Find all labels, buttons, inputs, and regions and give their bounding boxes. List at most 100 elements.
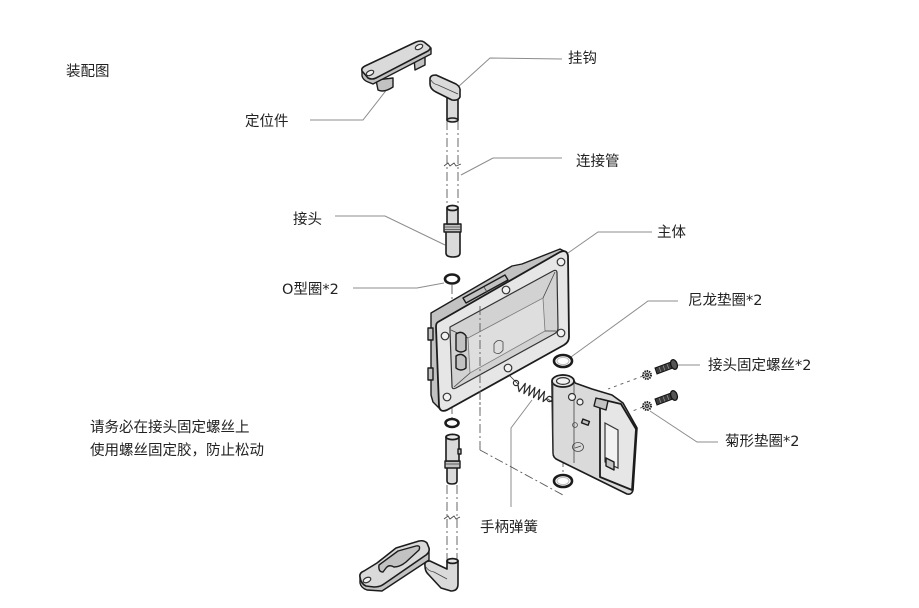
main-body-mount-hole (503, 363, 513, 373)
handle-window (604, 421, 619, 469)
main-body-part (427, 248, 570, 412)
handle-hole (567, 392, 577, 402)
leader-lines (310, 57, 718, 507)
screw-upper-thread (658, 366, 662, 373)
hook-bottom-part (424, 557, 459, 592)
nylon-washer-upper-inner (556, 356, 570, 366)
handle-top-tab (593, 397, 609, 411)
hook-top-arm (429, 74, 461, 101)
leader-hook (457, 57, 563, 88)
connector-lower-top (445, 433, 460, 441)
leader-nylon-washer (570, 300, 678, 358)
connector-lower-body (445, 436, 460, 462)
star-washer-lower (642, 401, 652, 411)
locator-bottom-part (359, 539, 430, 592)
main-body-hinge-knuckle (427, 367, 434, 381)
screw-lower-thread (662, 396, 666, 402)
leader-body (567, 231, 652, 254)
main-body-inner-hinge (455, 331, 467, 353)
label-body: 主体 (657, 224, 686, 241)
leader-o-ring (353, 282, 445, 289)
connector-upper-part (443, 204, 462, 258)
handle-pivot-hole (555, 377, 571, 386)
hook-top-pin-end (446, 117, 459, 123)
spring-end-loop (512, 379, 520, 387)
leader-connecting-tube (460, 157, 562, 176)
nylon-washer-upper (552, 353, 574, 369)
locator-top-leg-front (375, 77, 394, 92)
nylon-washer-upper-shape (552, 353, 574, 369)
label-locator: 定位件 (245, 113, 289, 130)
locator-bottom-hole (362, 576, 372, 584)
label-star-washer: 菊形垫圈*2 (725, 433, 799, 450)
label-connector: 接头 (293, 211, 322, 228)
connector-lower-part (444, 433, 462, 485)
handle-slot (580, 418, 591, 426)
handle-latch-tab (605, 457, 615, 471)
connector-lower-tip (446, 466, 458, 485)
connector-upper-body (445, 230, 461, 258)
connector-lower-notch (457, 448, 462, 455)
connecting-tube-lower (443, 485, 461, 562)
handle-small-pin (572, 422, 578, 428)
o-ring-lower (444, 417, 460, 429)
main-body-boss (493, 340, 504, 354)
tube-upper-break-mark (443, 162, 462, 167)
main-body-recess-edge (542, 271, 556, 299)
locator-top-plate (361, 40, 432, 80)
hook-top-part (429, 74, 461, 123)
main-body-inner-hinge (455, 353, 467, 371)
handle-emblem-mark (574, 445, 582, 449)
main-body-hinge-knuckle (427, 327, 434, 341)
handle-emblem (572, 442, 584, 452)
label-hook: 挂钩 (568, 50, 597, 67)
main-body-mount-hole (440, 331, 450, 341)
label-nylon-washer: 尼龙垫圈*2 (688, 292, 762, 309)
locator-bottom-recess (378, 545, 421, 573)
diagram-title: 装配图 (66, 63, 110, 80)
main-body-mount-hole (501, 285, 511, 295)
connector-screw-upper (654, 359, 679, 375)
label-handle-spring: 手柄弹簧 (480, 519, 538, 536)
leader-star-washer (649, 410, 718, 443)
hook-bottom-edge (425, 566, 448, 580)
star-washer-upper (642, 370, 652, 380)
main-body-mount-hole (556, 257, 566, 267)
nylon-washer-lower-inner (556, 476, 570, 486)
axis-line-pin-diagonal (479, 449, 564, 496)
star-washer-upper-hole (644, 373, 649, 378)
tube-lower-break-mark (443, 515, 461, 520)
screw-upper-head (669, 359, 679, 370)
handle-part (551, 374, 638, 495)
main-body-slot-divider (483, 286, 488, 293)
locator-top-part (361, 40, 432, 92)
spring-end-loop (546, 395, 553, 403)
screw-lower-thread (666, 394, 670, 401)
o-ring-upper-shape (443, 273, 461, 285)
leader-locator (310, 87, 389, 121)
connector-lower-collar (444, 460, 461, 469)
hook-top-edge (430, 79, 459, 95)
leader-handle-spring (510, 399, 533, 507)
handle-spring-part (512, 379, 553, 403)
connector-upper-collar (443, 223, 462, 233)
screw-upper-thread (666, 363, 670, 370)
connector-screw-lower (654, 390, 679, 406)
connecting-tube-upper (443, 121, 462, 208)
o-ring-lower-shape (444, 417, 460, 429)
label-o-ring: O型圈*2 (282, 281, 339, 298)
locator-top-hole (414, 43, 424, 51)
main-body-recess-edge (453, 372, 471, 388)
label-connector-screw: 接头固定螺丝*2 (708, 357, 811, 374)
note-line-2: 使用螺丝固定胶，防止松动 (90, 442, 264, 459)
main-body-mount-hole (442, 392, 452, 402)
nylon-washer-lower-shape (552, 473, 574, 489)
star-washer-lower-hole (644, 404, 649, 409)
main-body-mount-hole (556, 328, 566, 338)
note-line-1: 请务必在接头固定螺丝上 (90, 419, 250, 436)
nylon-washer-lower (552, 473, 574, 489)
hook-bottom-pin-top (446, 557, 459, 565)
handle-hole (576, 398, 584, 406)
axis-line-screw-2 (629, 406, 644, 413)
